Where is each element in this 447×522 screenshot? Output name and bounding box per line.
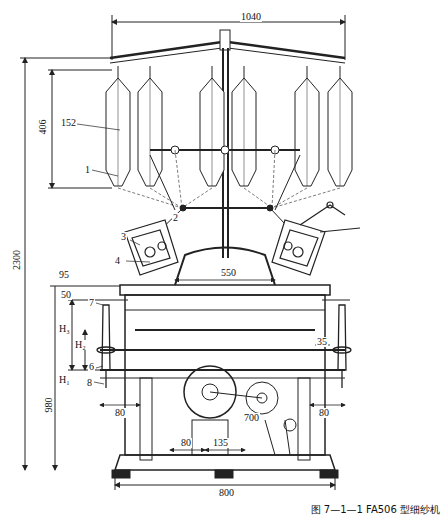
callout-number: 1 — [84, 165, 91, 175]
callout-number: 2 — [172, 213, 179, 223]
roving-bobbin — [200, 66, 224, 186]
callout-number: 6 — [88, 362, 95, 372]
height-symbol: H₂ — [74, 340, 87, 350]
figure-caption: 图 7—1—1 FA506 型细纱机 — [311, 503, 440, 517]
roving-bobbin — [106, 66, 130, 186]
height-symbol: H₃ — [58, 324, 71, 334]
dimension: 550 — [220, 268, 237, 278]
dimension: 152 — [60, 118, 77, 128]
dimension: 80 — [114, 408, 126, 418]
dimension: 700 — [243, 413, 260, 423]
dimension: 50 — [60, 290, 72, 300]
roving-bobbin — [138, 66, 162, 186]
callout-number: 4 — [114, 256, 121, 266]
callout-number: 8 — [86, 378, 93, 388]
dimension: 980 — [44, 397, 54, 414]
height-symbol: H₁ — [58, 375, 71, 385]
dimension: 2300 — [12, 249, 22, 271]
dimension: 80 — [318, 408, 330, 418]
dimension: 35 — [316, 337, 328, 347]
callout-number: 3 — [120, 232, 127, 242]
roving-bobbin — [295, 66, 319, 186]
dimension: 406 — [38, 119, 48, 136]
dimension: 135 — [212, 438, 229, 448]
dimension: 80 — [180, 438, 192, 448]
callout-number: 7 — [88, 298, 95, 308]
dimension: 1040 — [240, 12, 262, 22]
dimension: 95 — [58, 270, 70, 280]
roving-bobbin — [328, 66, 352, 186]
roving-bobbin — [232, 66, 256, 186]
dimension: 800 — [218, 488, 235, 498]
